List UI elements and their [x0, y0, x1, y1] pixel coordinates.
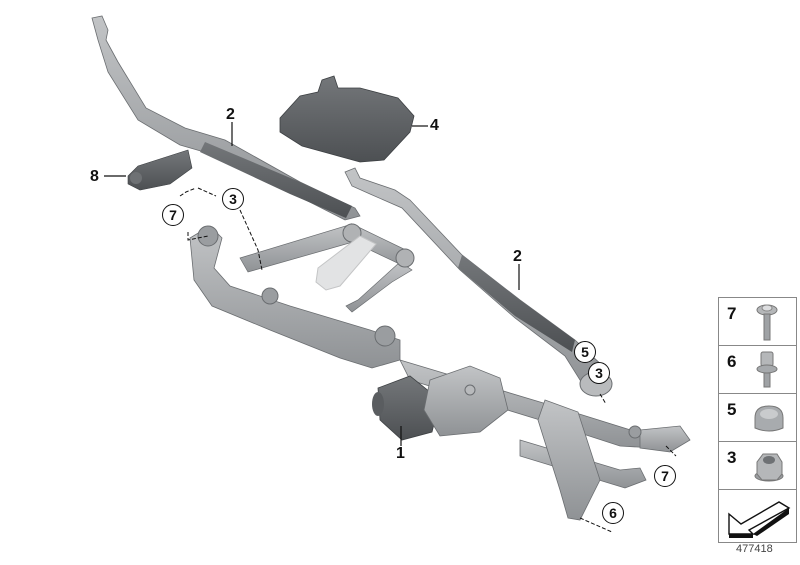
circled-callout-3-right: 3	[588, 362, 610, 384]
legend-direction-arrow	[719, 490, 796, 542]
legend-item-7[interactable]: 7	[719, 298, 796, 346]
circled-callout-3-left: 3	[222, 188, 244, 210]
direction-arrow-icon	[728, 501, 791, 538]
hardware-legend: 7 6 5 3	[718, 297, 797, 543]
torx-bolt-icon	[756, 351, 778, 388]
legend-number: 3	[727, 448, 737, 467]
legend-item-5[interactable]: 5	[719, 394, 796, 442]
screw-with-washer-icon	[756, 304, 778, 341]
callout-1: 1	[396, 445, 405, 462]
callout-2-right: 2	[513, 248, 522, 265]
circled-callout-7-right: 7	[654, 465, 676, 487]
legend-item-6[interactable]: 6	[719, 346, 796, 394]
callout-8: 8	[90, 168, 99, 185]
wiper-motor[interactable]	[372, 365, 509, 441]
leader-lines	[104, 122, 520, 446]
legend-number: 7	[727, 304, 737, 323]
hex-nut-icon	[754, 453, 784, 482]
dashed-leaders	[179, 187, 677, 533]
legend-item-3[interactable]: 3	[719, 442, 796, 490]
circled-callout-6: 6	[602, 502, 624, 524]
linkage-plates	[239, 223, 415, 313]
cap-icon	[754, 405, 784, 432]
callout-4: 4	[430, 117, 439, 134]
wiper-arm-left[interactable]	[91, 15, 361, 221]
circled-callout-5: 5	[574, 341, 596, 363]
legend-number: 5	[727, 400, 737, 419]
linkage-frame	[189, 225, 691, 521]
arm-cap-part[interactable]	[127, 149, 193, 191]
circled-callout-7-left: 7	[162, 204, 184, 226]
legend-number: 6	[727, 352, 737, 371]
document-number: 477418	[736, 543, 773, 555]
cover-cap-part[interactable]	[279, 75, 415, 163]
callout-2-left: 2	[226, 106, 235, 123]
